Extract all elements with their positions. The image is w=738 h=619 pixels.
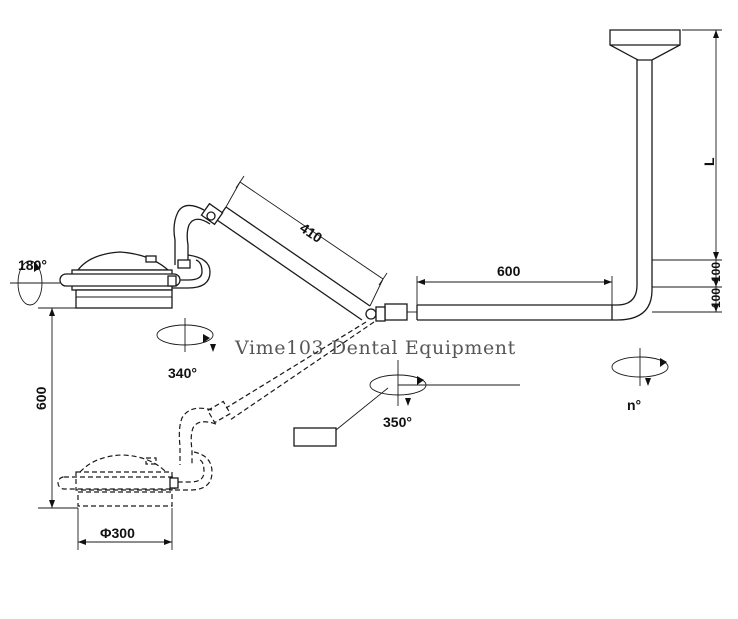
- upper-lamp-head: [59, 251, 181, 309]
- dim-ceiling: [652, 29, 722, 313]
- label-600-vertical: 600: [33, 386, 49, 410]
- watermark-text: Vime103 Dental Equipment: [235, 337, 516, 359]
- ceiling-mount: [609, 29, 681, 61]
- label-diameter: Φ300: [100, 525, 135, 541]
- arm-joint: [365, 303, 417, 322]
- dim-600-horizontal: [416, 276, 613, 305]
- label-100-b: 100: [709, 288, 723, 308]
- label-n: n°: [627, 397, 641, 413]
- rotation-180: [10, 260, 60, 306]
- rotation-350: [369, 360, 520, 406]
- label-350: 350°: [383, 414, 412, 430]
- dim-diameter: [77, 508, 173, 550]
- control-box: [293, 387, 389, 447]
- articulated-arm: [200, 202, 371, 321]
- vertical-pole: [616, 60, 653, 321]
- lower-lamp-head-dashed: [57, 454, 179, 507]
- label-L: L: [701, 157, 717, 166]
- dim-410: [225, 175, 388, 307]
- lower-arm-dashed: [172, 321, 375, 491]
- label-340: 340°: [168, 365, 197, 381]
- rotation-n: [611, 348, 669, 386]
- dim-600-vertical: [38, 307, 78, 509]
- label-100-a: 100: [709, 262, 723, 282]
- label-600-horizontal: 600: [497, 263, 521, 279]
- horizontal-arm: [416, 304, 617, 321]
- label-180: 180°: [18, 257, 47, 273]
- rotation-340: [156, 318, 216, 352]
- upper-yoke: [172, 204, 211, 289]
